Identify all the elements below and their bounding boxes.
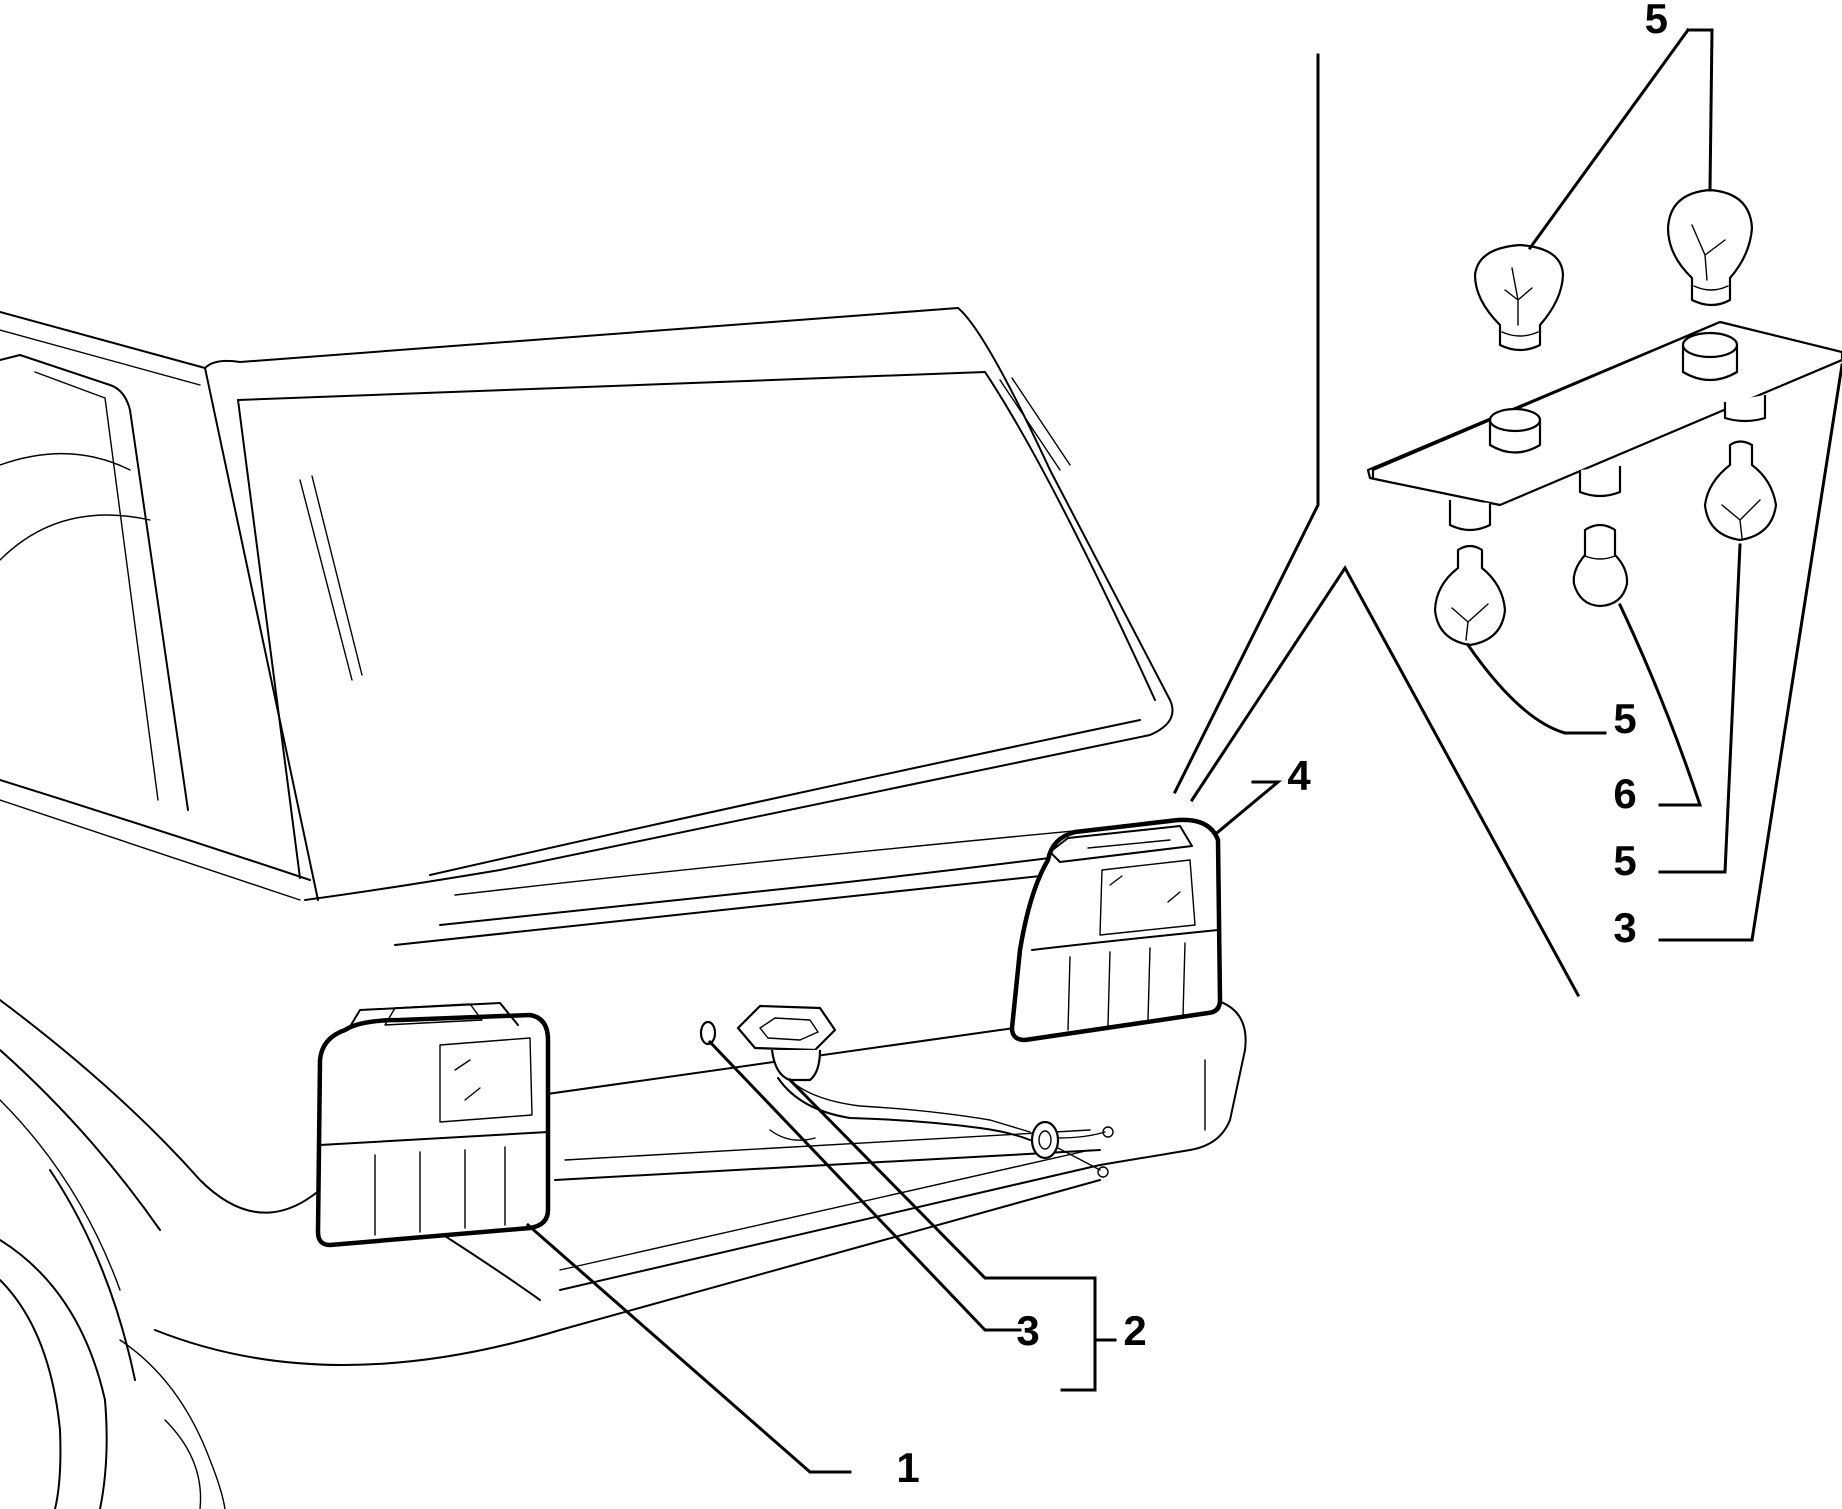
bulb-socket-top-left: [1488, 407, 1542, 454]
leader-lines: [525, 27, 1842, 1474]
tail-light-left: [315, 1002, 551, 1248]
callout-grommet: 3: [1016, 1307, 1039, 1354]
callout-bulb-small: 6: [1613, 770, 1636, 817]
callout-tail-light-left: 1: [896, 1444, 919, 1491]
bulb-top-left: [1473, 243, 1565, 352]
callout-top-bulb: 5: [1645, 0, 1668, 42]
bulb-socket-top-right: [1681, 331, 1739, 382]
bulb-holder: [1366, 320, 1842, 532]
plate-light-assembly: [736, 1004, 1114, 1178]
bulb-small: [1572, 523, 1629, 608]
callout-bulb-lower-right: 5: [1613, 837, 1636, 884]
callout-bulb-lower-left: 5: [1613, 695, 1636, 742]
callout-bulb-holder: 3: [1613, 904, 1636, 951]
tail-light-right: [1009, 817, 1223, 1043]
callout-tail-light-right: 4: [1287, 752, 1311, 799]
callout-plate-light-assembly: 2: [1123, 1307, 1146, 1354]
bulb-lower-right: [1703, 440, 1778, 542]
grommet: [699, 1020, 717, 1046]
bulb-top-right: [1666, 188, 1754, 307]
bulb-lower-left: [1433, 544, 1507, 647]
